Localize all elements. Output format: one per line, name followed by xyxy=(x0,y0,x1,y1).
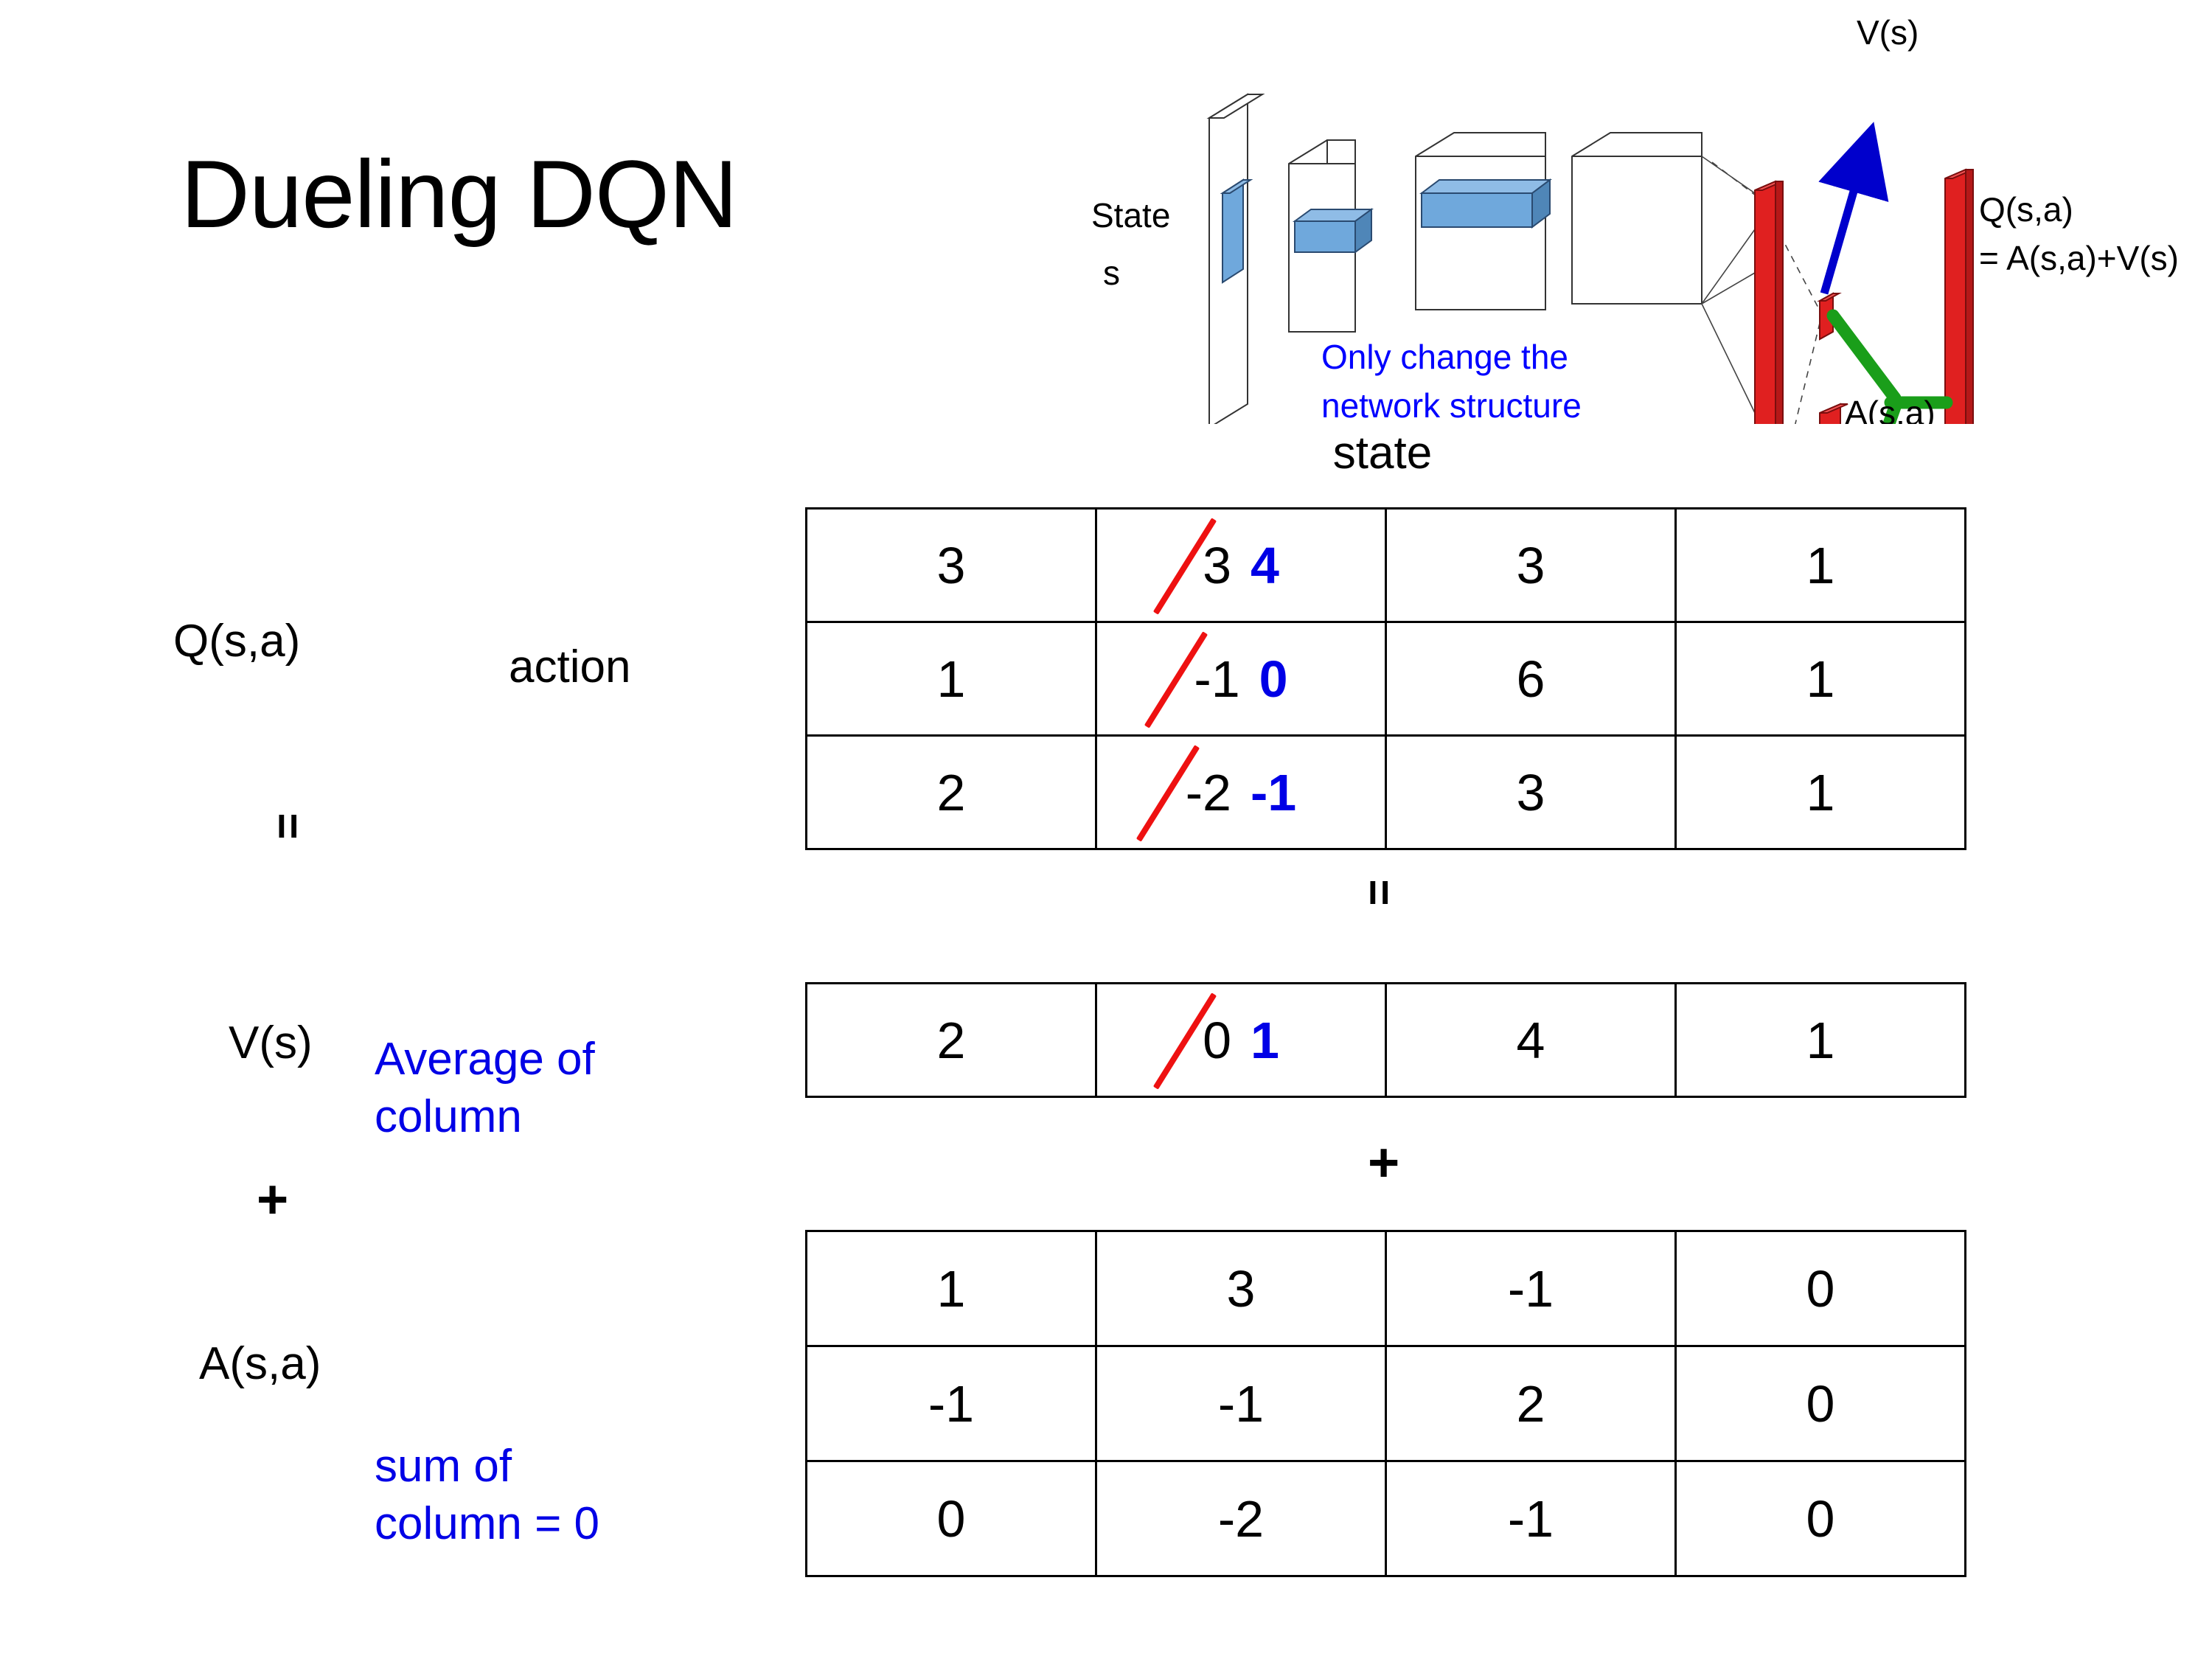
table-cell: 3 xyxy=(1385,734,1677,850)
table-cell: 4 xyxy=(1385,982,1677,1098)
table-cell: 3 xyxy=(805,507,1097,623)
table-cell: 6 xyxy=(1385,621,1677,737)
table-cell: 0 xyxy=(1674,1230,1966,1347)
table-cell: -2 xyxy=(1095,1460,1387,1577)
table-cell: -1 xyxy=(805,1345,1097,1462)
new-value: -1 xyxy=(1251,763,1297,821)
diagram-q-label-line2: = A(s,a)+V(s) xyxy=(1979,239,2179,277)
equals-glyph: = xyxy=(1353,878,1405,906)
table-cell: 2 xyxy=(805,734,1097,850)
table-cell: -1 xyxy=(1095,1345,1387,1462)
table-cell: 1 xyxy=(1674,621,1966,737)
table-cell: -1 xyxy=(1385,1230,1677,1347)
table-cell: 0 xyxy=(805,1460,1097,1577)
strikethrough-mark-icon xyxy=(1135,744,1200,842)
strikethrough-mark-icon xyxy=(1152,992,1217,1090)
annotation-average-of-column: Average of column xyxy=(375,1034,595,1142)
plus-operator-middle: + xyxy=(1368,1132,1400,1193)
a-table-label: A(s,a) xyxy=(199,1338,321,1389)
diagram-state-label-line1: State xyxy=(1091,196,1170,234)
dueling-network-diagram: State s Only change the network structur… xyxy=(1077,0,2212,424)
strikethrough-mark-icon xyxy=(1144,630,1208,728)
table-cell: 1 xyxy=(1674,734,1966,850)
table-cell: 2 xyxy=(1385,1345,1677,1462)
axis-label-state: state xyxy=(1332,428,1433,479)
annotation-sum-of-column: sum of column = 0 xyxy=(375,1441,600,1549)
diagram-q-label-line1: Q(s,a) xyxy=(1979,190,2073,229)
q-table-label: Q(s,a) xyxy=(173,616,301,667)
table-cell: -1 0 xyxy=(1095,621,1387,737)
diagram-state-label-line2: s xyxy=(1103,254,1120,292)
table-cell: -2 -1 xyxy=(1095,734,1387,850)
equals-operator-left: = xyxy=(243,782,332,870)
equals-glyph: = xyxy=(262,812,313,840)
equals-operator-middle: = xyxy=(1335,848,1423,936)
table-cell: 3 xyxy=(1095,1230,1387,1347)
table-cell: -1 xyxy=(1385,1460,1677,1577)
table-cell: 0 xyxy=(1674,1460,1966,1577)
axis-label-action: action xyxy=(509,641,631,692)
diagram-advantage-label: A(s,a) xyxy=(1845,394,1935,424)
struck-old-value: -2 xyxy=(1135,744,1231,842)
table-cell: 1 xyxy=(805,621,1097,737)
table-cell: 1 xyxy=(805,1230,1097,1347)
diagram-note-line1: Only change the xyxy=(1321,338,1568,376)
strikethrough-mark-icon xyxy=(1152,517,1217,615)
struck-old-value: 3 xyxy=(1152,517,1231,615)
table-cell: 0 xyxy=(1674,1345,1966,1462)
diagram-value-label: V(s) xyxy=(1857,13,1919,52)
struck-old-value: 0 xyxy=(1152,992,1231,1090)
new-value: 0 xyxy=(1259,650,1288,708)
table-cell: 1 xyxy=(1674,982,1966,1098)
table-cell: 3 xyxy=(1385,507,1677,623)
table-cell: 2 xyxy=(805,982,1097,1098)
plus-operator-left: + xyxy=(257,1169,289,1230)
table-cell: 1 xyxy=(1674,507,1966,623)
diagram-note-line2: network structure xyxy=(1321,386,1582,424)
v-table-label: V(s) xyxy=(229,1018,313,1068)
edited-cell: -2 -1 xyxy=(1097,744,1385,842)
edited-cell: -1 0 xyxy=(1097,630,1385,728)
struck-old-value: -1 xyxy=(1144,630,1240,728)
new-value: 1 xyxy=(1251,1011,1279,1069)
page-title: Dueling DQN xyxy=(181,140,738,248)
new-value: 4 xyxy=(1251,536,1279,594)
